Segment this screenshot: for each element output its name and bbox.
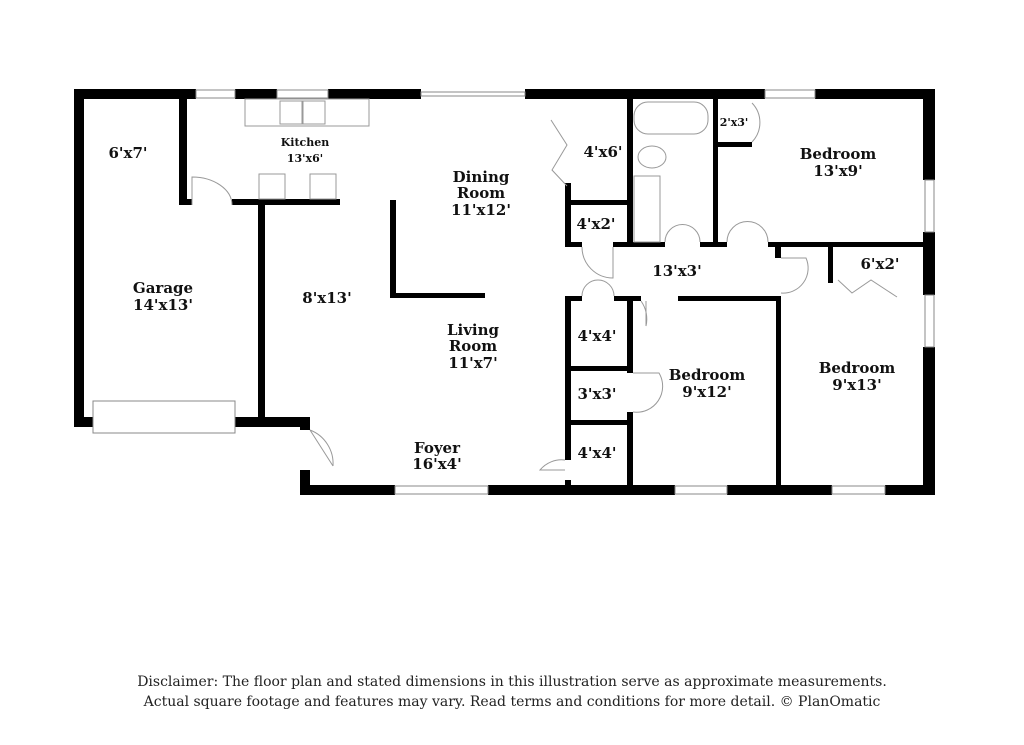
- living-name: Living: [447, 321, 500, 339]
- bedroom2-name: Bedroom: [669, 366, 746, 384]
- kitchen-size: 13'x6': [287, 152, 323, 165]
- closet-4x6-size: 4'x6': [583, 143, 622, 161]
- sliding-door: [420, 91, 526, 97]
- garage-name: Garage: [133, 279, 193, 297]
- door-swings: [191, 102, 809, 471]
- bedroom1-name: Bedroom: [800, 145, 877, 163]
- dining-name: Dining: [453, 168, 510, 186]
- room-8x13-size: 8'x13': [302, 289, 351, 307]
- vanity-icon: [633, 175, 661, 243]
- living-size: 11'x7': [448, 354, 497, 372]
- bedroom3-name: Bedroom: [819, 359, 896, 377]
- closet-2x3-size: 2'x3': [720, 116, 749, 129]
- closet-4x4-b-size: 4'x4': [577, 444, 616, 462]
- hall-size: 13'x3': [652, 262, 701, 280]
- windows: [92, 89, 935, 495]
- dining-size: 11'x12': [451, 201, 511, 219]
- toilet-icon: [637, 145, 667, 169]
- closet-6x2-size: 6'x2': [860, 255, 899, 273]
- closet-4x2-size: 4'x2': [576, 215, 615, 233]
- living-name-2: Room: [449, 337, 497, 355]
- bedroom1-size: 13'x9': [813, 162, 862, 180]
- garage-closet-size: 6'x7': [108, 144, 147, 162]
- room-labels: 6'x7' Kitchen 13'x6' Garage 14'x13' 8'x1…: [108, 116, 899, 473]
- sink-icon: [279, 100, 303, 125]
- dining-name-2: Room: [457, 184, 505, 202]
- garage-size: 14'x13': [133, 296, 193, 314]
- fixtures: [244, 98, 898, 298]
- bedroom3-size: 9'x13': [832, 376, 881, 394]
- closet-4x4-a-size: 4'x4': [577, 327, 616, 345]
- disclaimer-line-2: Actual square footage and features may v…: [143, 694, 881, 710]
- disclaimer: Disclaimer: The floor plan and stated di…: [0, 672, 1024, 712]
- disclaimer-line-1: Disclaimer: The floor plan and stated di…: [137, 674, 887, 690]
- bedroom2-size: 9'x12': [682, 383, 731, 401]
- foyer-name: Foyer: [414, 439, 461, 457]
- garage-door: [92, 400, 236, 434]
- foyer-size: 16'x4': [412, 455, 461, 473]
- closet-3x3-size: 3'x3': [577, 385, 616, 403]
- bathtub-icon: [633, 101, 709, 135]
- walls: [74, 89, 935, 495]
- kitchen-name: Kitchen: [281, 136, 330, 149]
